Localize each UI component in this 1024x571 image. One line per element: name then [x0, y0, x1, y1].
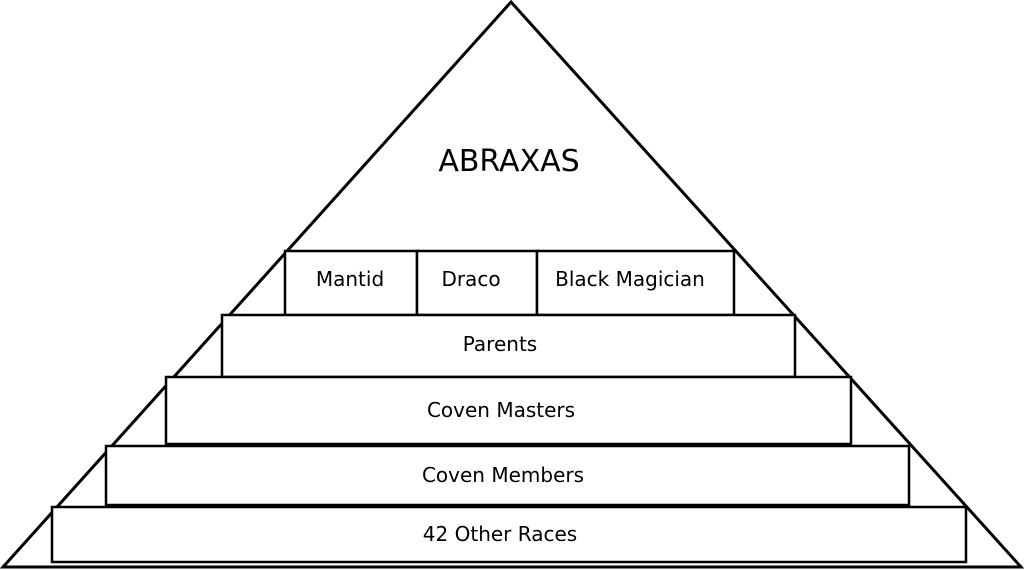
tier-box-coven-masters	[164, 375, 853, 446]
tier-label-42-other-races: 42 Other Races	[423, 522, 577, 546]
top-row-label-mantid: Mantid	[316, 267, 384, 291]
tier-label-coven-members: Coven Members	[422, 463, 584, 487]
tier-parents: Parents	[220, 313, 797, 379]
tier-coven-masters: Coven Masters	[164, 375, 853, 446]
tier-label-parents: Parents	[463, 332, 537, 356]
top-row-label-black-magician: Black Magician	[555, 267, 705, 291]
apex-label: ABRAXAS	[438, 144, 579, 179]
tier-label-coven-masters: Coven Masters	[427, 398, 575, 422]
tier-coven-members: Coven Members	[104, 444, 911, 507]
top-row-label-draco: Draco	[441, 267, 500, 291]
tier-box-coven-members	[104, 444, 911, 507]
top-row-box-black-magician	[535, 249, 736, 317]
top-row: Mantid Draco Black Magician	[283, 249, 736, 317]
tier-box-parents	[220, 313, 797, 379]
tier-42-other-races: 42 Other Races	[50, 505, 968, 564]
tier-box-42-other-races	[50, 505, 968, 564]
